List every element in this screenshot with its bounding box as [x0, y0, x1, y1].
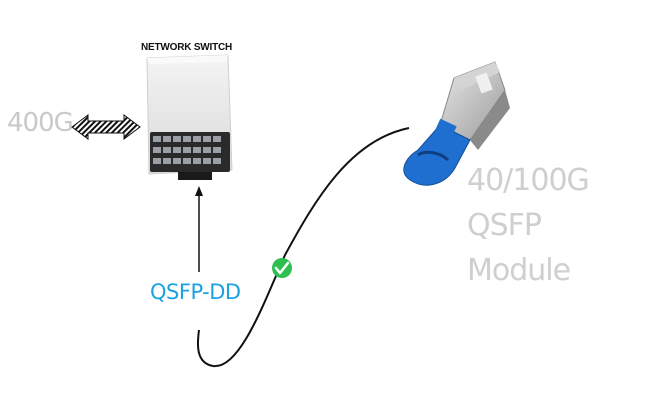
module-label-line-2: QSFP [467, 208, 542, 243]
network-switch-image [146, 54, 233, 180]
connector-label: QSFP-DD [150, 280, 241, 304]
speed-label: 400G [7, 108, 74, 138]
pointer-arrow [195, 186, 203, 272]
bidirectional-arrow-icon [71, 114, 141, 140]
module-label-line-1: 40/100G [467, 163, 590, 198]
switch-title: NETWORK SWITCH [141, 42, 233, 53]
module-label: 40/100G QSFP Module [467, 158, 627, 293]
cable-line [196, 127, 410, 368]
qsfp-module-image [403, 61, 510, 186]
check-circle-icon [272, 258, 292, 278]
module-label-line-3: Module [467, 253, 571, 288]
